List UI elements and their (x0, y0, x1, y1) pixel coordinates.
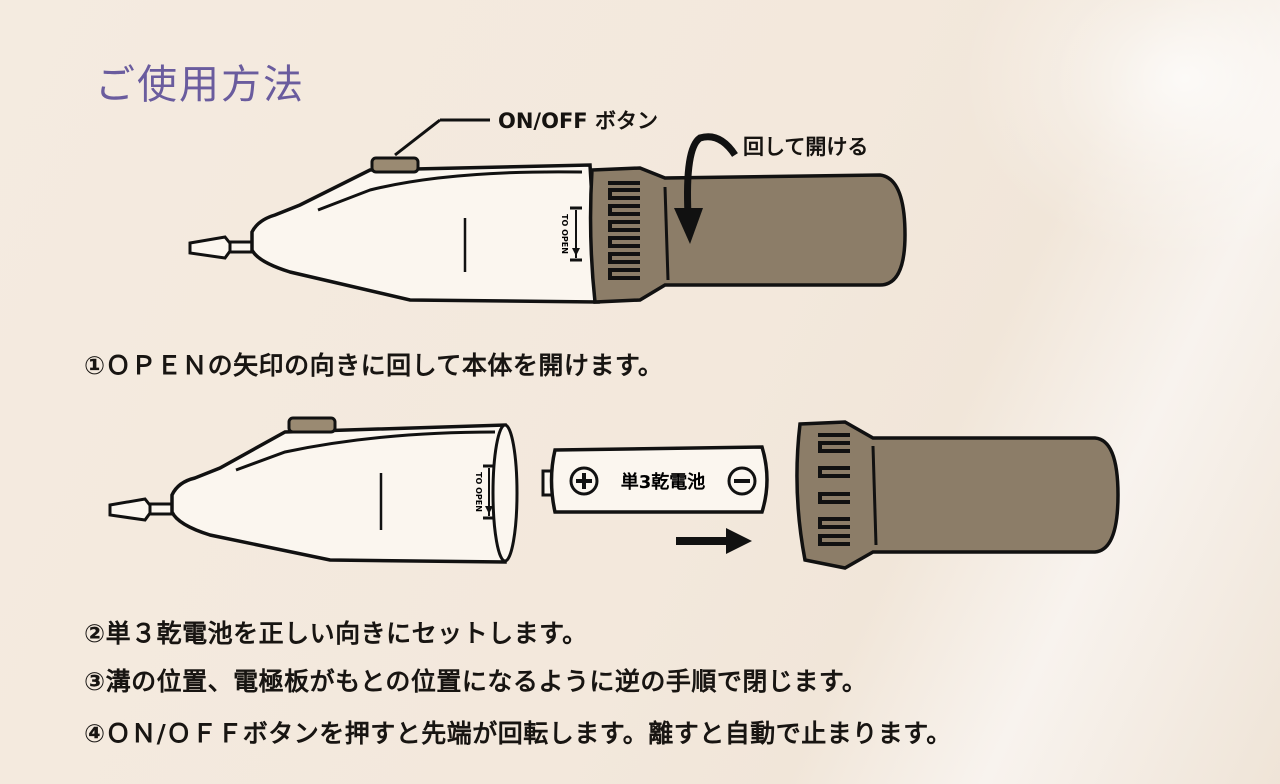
svg-text:TO OPEN: TO OPEN (560, 214, 569, 254)
on-off-button-icon (370, 156, 420, 174)
svg-text:単3乾電池: 単3乾電池 (621, 471, 706, 493)
battery-cap-icon (795, 420, 1120, 570)
step-number: ① (84, 351, 106, 380)
step-text: ＯＮ/ＯＦＦボタンを押すと先端が回転します。離すと自動で止まります。 (105, 719, 952, 748)
step-number: ④ (84, 719, 106, 748)
rotate-arrow-icon (674, 133, 738, 244)
step-number: ② (84, 619, 106, 648)
device-body-open (170, 423, 507, 564)
page-title: ご使用方法 (95, 62, 305, 108)
battery-cap-icon (588, 166, 907, 304)
step-text: 溝の位置、電極板がもとの位置になるように逆の手順で閉じます。 (105, 667, 868, 696)
step-number: ③ (84, 667, 106, 696)
callout-rotate-to-open: 回して開ける (743, 135, 869, 159)
to-open-marking-icon: TO OPEN (474, 464, 495, 520)
callout-on-off-button: ON/OFF ボタン (498, 109, 658, 133)
aa-battery-icon: 単3乾電池 (541, 445, 769, 514)
callout-line (394, 118, 441, 157)
step-1: ①ＯＰＥＮの矢印の向きに回して本体を開けます。 (84, 346, 663, 382)
step-text: ＯＰＥＮの矢印の向きに回して本体を開けます。 (105, 351, 664, 380)
step-3: ③溝の位置、電極板がもとの位置になるように逆の手順で閉じます。 (84, 662, 867, 698)
step-2: ②単３乾電池を正しい向きにセットします。 (84, 614, 588, 650)
on-off-button-icon (287, 416, 337, 434)
svg-text:TO OPEN: TO OPEN (474, 472, 483, 512)
insert-arrow-icon (676, 528, 752, 554)
step-4: ④ＯＮ/ＯＦＦボタンを押すと先端が回転します。離すと自動で止まります。 (84, 714, 952, 750)
step-text: 単３乾電池を正しい向きにセットします。 (105, 619, 588, 648)
drill-tip-icon (188, 235, 254, 260)
drill-tip-icon (108, 497, 174, 522)
to-open-marking-icon: TO OPEN (560, 206, 582, 262)
